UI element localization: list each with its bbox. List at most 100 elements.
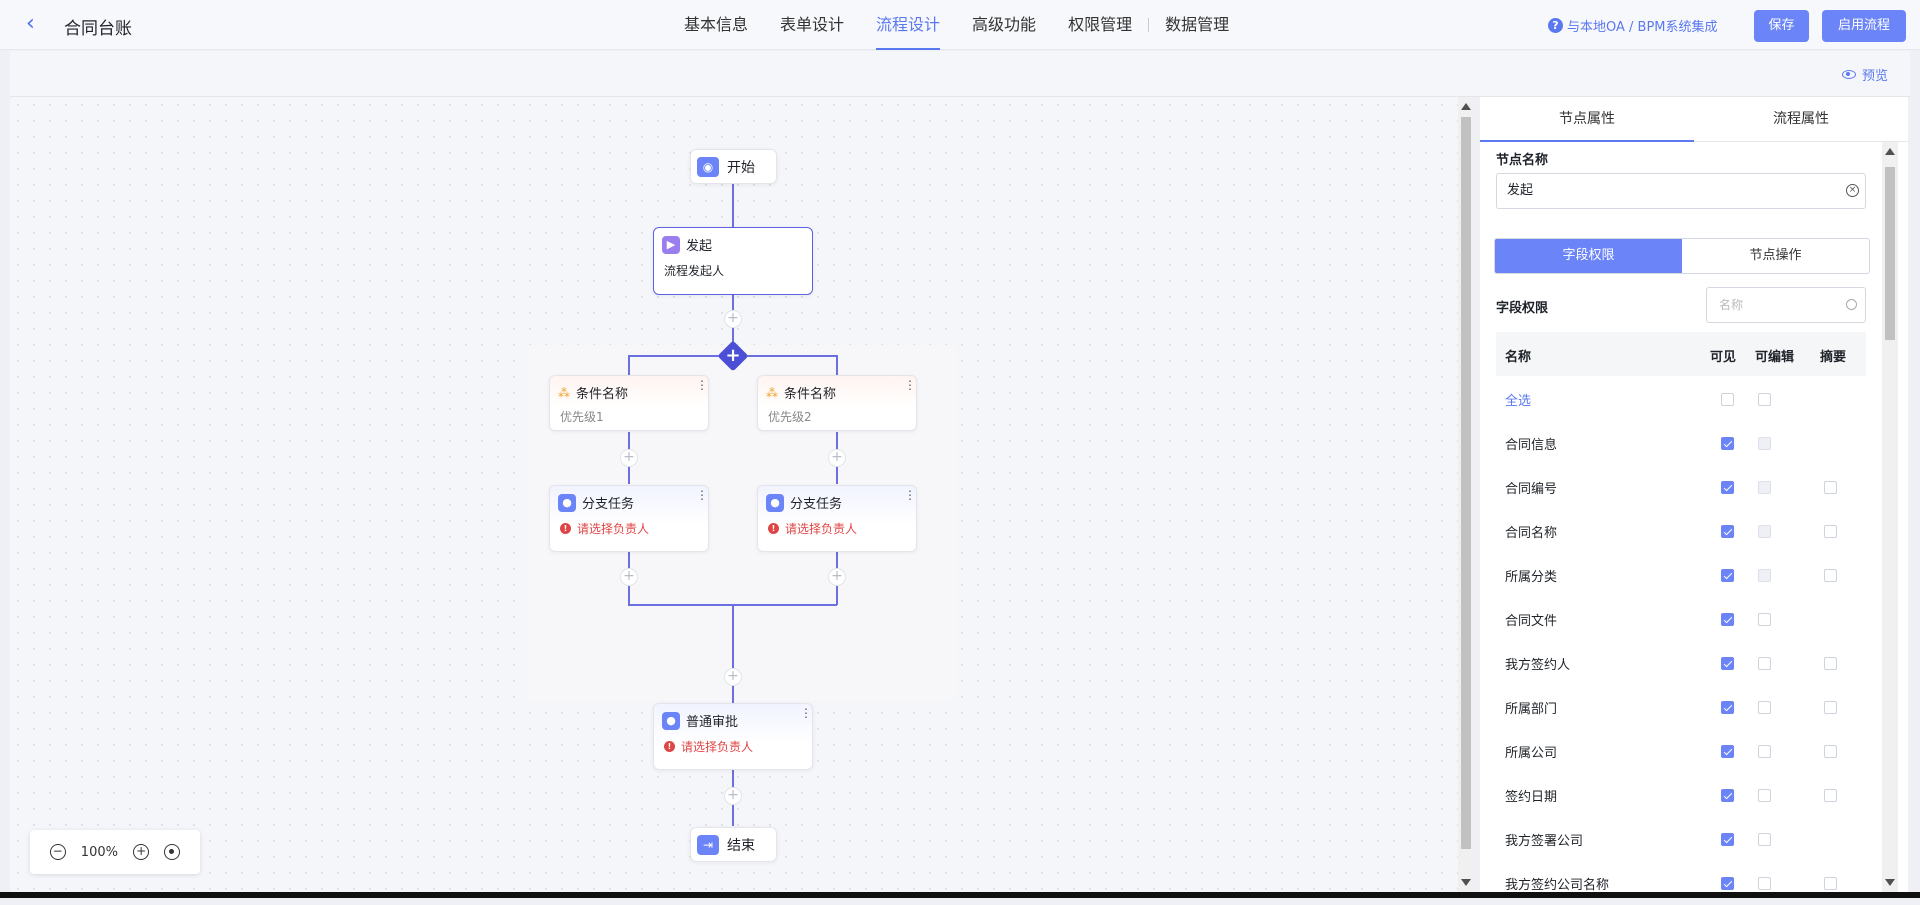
editable-checkbox[interactable] xyxy=(1758,877,1771,890)
condition-node-2[interactable]: ⁂ 条件名称 优先级2 ⋮ xyxy=(757,375,917,431)
summary-checkbox[interactable] xyxy=(1824,701,1837,714)
node-name-value: 发起 xyxy=(1507,183,1534,198)
visible-checkbox[interactable] xyxy=(1721,393,1734,406)
seg-node-actions[interactable]: 节点操作 xyxy=(1749,248,1802,263)
start-node[interactable]: ◉ 开始 xyxy=(690,149,777,184)
visible-checkbox[interactable] xyxy=(1721,657,1734,670)
branch-task-node-1[interactable]: ● 分支任务 ! 请选择负责人 ⋮ xyxy=(549,485,709,552)
integration-link[interactable]: ? 与本地OA / BPM系统集成 xyxy=(1548,16,1718,35)
scroll-down-icon[interactable] xyxy=(1885,879,1895,886)
summary-checkbox[interactable] xyxy=(1824,657,1837,670)
branch-icon: ⁂ xyxy=(558,385,570,400)
tab-data-management[interactable]: 数据管理 xyxy=(1165,15,1230,34)
scroll-thumb[interactable] xyxy=(1461,117,1471,849)
editable-checkbox[interactable] xyxy=(1758,833,1771,846)
summary-checkbox[interactable] xyxy=(1824,877,1837,890)
summary-checkbox[interactable] xyxy=(1824,569,1837,582)
select-all-link[interactable]: 全选 xyxy=(1505,394,1532,409)
add-node-button[interactable]: + xyxy=(724,310,742,328)
table-row: 我方签署公司 xyxy=(1496,817,1866,861)
condition-node-1[interactable]: ⁂ 条件名称 优先级1 ⋮ xyxy=(549,375,709,431)
visible-checkbox[interactable] xyxy=(1721,789,1734,802)
visible-checkbox[interactable] xyxy=(1721,481,1734,494)
back-arrow-icon[interactable]: ‹ xyxy=(26,11,35,36)
editable-checkbox[interactable] xyxy=(1758,613,1771,626)
add-node-button[interactable]: + xyxy=(724,668,742,686)
flow-canvas[interactable]: ◉ 开始 ▶ 发起 流程发起人 + + ⁂ 条件名称 优先级1 ⋮ + ● 分支… xyxy=(10,97,1458,892)
end-node[interactable]: ⇥ 结束 xyxy=(690,827,777,862)
enable-flow-button[interactable]: 启用流程 xyxy=(1822,10,1906,42)
table-row: 合同信息 xyxy=(1496,421,1866,465)
table-row: 我方签约公司名称 xyxy=(1496,861,1866,905)
editable-checkbox[interactable] xyxy=(1758,393,1771,406)
visible-checkbox[interactable] xyxy=(1721,701,1734,714)
add-node-button[interactable]: + xyxy=(620,568,638,586)
visible-checkbox[interactable] xyxy=(1721,833,1734,846)
visible-checkbox[interactable] xyxy=(1721,569,1734,582)
add-branch-plus-icon[interactable]: + xyxy=(725,345,741,366)
field-name: 合同编号 xyxy=(1505,482,1558,497)
visible-checkbox[interactable] xyxy=(1721,437,1734,450)
summary-checkbox[interactable] xyxy=(1824,789,1837,802)
top-bar: ‹ 合同台账 基本信息 表单设计 流程设计 高级功能 权限管理 数据管理 ? 与… xyxy=(0,0,1920,50)
canvas-toolbar: 预览 xyxy=(10,51,1910,97)
editable-checkbox[interactable] xyxy=(1758,745,1771,758)
approval-node[interactable]: ● 普通审批 ! 请选择负责人 ⋮ xyxy=(653,703,813,770)
scroll-up-icon[interactable] xyxy=(1461,103,1471,110)
tab-flow-properties[interactable]: 流程属性 xyxy=(1773,111,1829,127)
summary-checkbox[interactable] xyxy=(1824,481,1837,494)
field-search-input[interactable]: 名称 xyxy=(1706,287,1866,323)
branch-icon: ⁂ xyxy=(766,385,778,400)
more-icon[interactable]: ⋮ xyxy=(696,488,708,502)
field-name: 签约日期 xyxy=(1505,790,1558,805)
condition-priority: 优先级1 xyxy=(560,410,604,424)
editable-checkbox[interactable] xyxy=(1758,569,1771,582)
scroll-down-icon[interactable] xyxy=(1461,879,1471,886)
tab-node-properties[interactable]: 节点属性 xyxy=(1480,97,1694,142)
node-name-input[interactable]: 发起 × xyxy=(1496,173,1866,209)
editable-checkbox[interactable] xyxy=(1758,525,1771,538)
add-node-button[interactable]: + xyxy=(828,449,846,467)
visible-checkbox[interactable] xyxy=(1721,877,1734,890)
add-node-button[interactable]: + xyxy=(724,787,742,805)
more-icon[interactable]: ⋮ xyxy=(904,488,916,502)
more-icon[interactable]: ⋮ xyxy=(696,378,708,392)
panel-scrollbar[interactable] xyxy=(1882,142,1898,892)
tab-permissions[interactable]: 权限管理 xyxy=(1068,15,1133,34)
visible-checkbox[interactable] xyxy=(1721,745,1734,758)
editable-checkbox[interactable] xyxy=(1758,437,1771,450)
field-name: 所属分类 xyxy=(1505,570,1558,585)
scroll-up-icon[interactable] xyxy=(1885,148,1895,155)
seg-field-permissions[interactable]: 字段权限 xyxy=(1495,239,1682,273)
approval-title: 普通审批 xyxy=(686,715,739,730)
more-icon[interactable]: ⋮ xyxy=(800,706,812,720)
summary-checkbox[interactable] xyxy=(1824,525,1837,538)
editable-checkbox[interactable] xyxy=(1758,657,1771,670)
clear-icon[interactable]: × xyxy=(1846,184,1859,197)
add-node-button[interactable]: + xyxy=(828,568,846,586)
eye-icon xyxy=(1841,70,1856,79)
editable-checkbox[interactable] xyxy=(1758,701,1771,714)
editable-checkbox[interactable] xyxy=(1758,481,1771,494)
preview-button[interactable]: 预览 xyxy=(1841,65,1888,84)
save-button[interactable]: 保存 xyxy=(1754,10,1809,42)
visible-checkbox[interactable] xyxy=(1721,613,1734,626)
table-row: 合同名称 xyxy=(1496,509,1866,553)
summary-checkbox[interactable] xyxy=(1824,745,1837,758)
canvas-scrollbar[interactable] xyxy=(1458,97,1474,892)
fit-view-icon[interactable] xyxy=(164,844,181,860)
add-node-button[interactable]: + xyxy=(620,449,638,467)
branch-task-node-2[interactable]: ● 分支任务 ! 请选择负责人 ⋮ xyxy=(757,485,917,552)
tab-form-design[interactable]: 表单设计 xyxy=(780,15,845,34)
task-error: ! 请选择负责人 xyxy=(550,512,708,537)
visible-checkbox[interactable] xyxy=(1721,525,1734,538)
zoom-in-icon[interactable]: + xyxy=(133,844,150,860)
more-icon[interactable]: ⋮ xyxy=(904,378,916,392)
initiate-node[interactable]: ▶ 发起 流程发起人 xyxy=(653,227,813,295)
editable-checkbox[interactable] xyxy=(1758,789,1771,802)
zoom-out-icon[interactable]: − xyxy=(49,844,66,860)
tab-basic-info[interactable]: 基本信息 xyxy=(684,15,749,34)
tab-advanced[interactable]: 高级功能 xyxy=(972,15,1037,34)
scroll-thumb[interactable] xyxy=(1885,167,1895,340)
tab-flow-design[interactable]: 流程设计 xyxy=(860,0,956,50)
